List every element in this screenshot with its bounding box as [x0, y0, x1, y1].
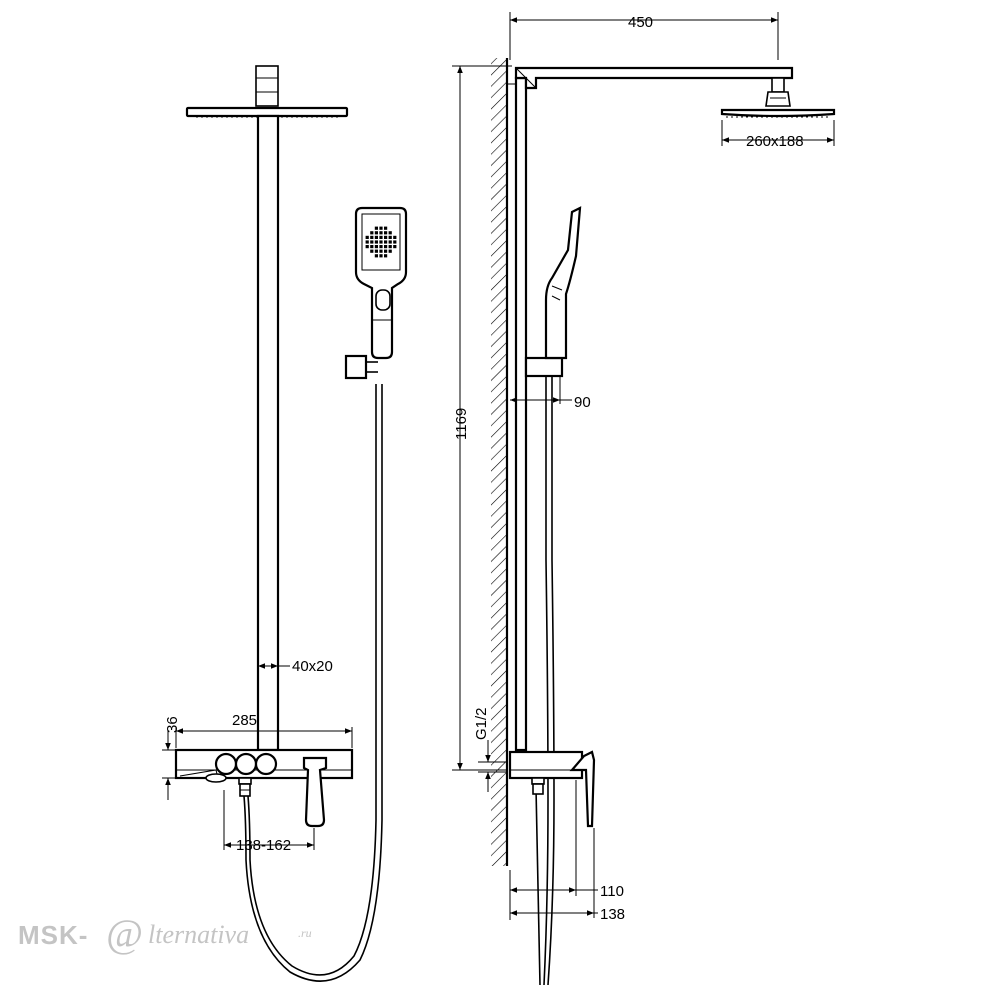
side-hose	[543, 376, 549, 986]
nozzle	[379, 231, 383, 235]
dim-head-size: 260x188	[746, 133, 804, 150]
dim-depth-mixer: 110	[600, 883, 624, 900]
nozzle	[379, 249, 383, 253]
nozzle	[388, 240, 392, 244]
nozzle	[374, 245, 378, 249]
side-slide-bar	[524, 356, 564, 378]
nozzle	[370, 240, 374, 244]
dim-depth-total: 138	[600, 906, 625, 923]
nozzle	[370, 249, 374, 253]
nozzle	[379, 254, 383, 258]
front-rain-head	[185, 106, 349, 118]
wall-hatch	[491, 58, 507, 866]
nozzle	[379, 235, 383, 239]
nozzle	[393, 245, 397, 249]
nozzle	[374, 231, 378, 235]
front-lever	[302, 756, 328, 828]
nozzle	[388, 245, 392, 249]
front-hand-shower	[354, 206, 408, 360]
nozzle	[388, 249, 392, 253]
dim-pipe-section: 40x20	[292, 658, 333, 675]
nozzle	[384, 245, 388, 249]
nozzle	[374, 254, 378, 258]
watermark-at: @	[106, 911, 143, 956]
nozzle	[374, 249, 378, 253]
nozzle	[365, 235, 369, 239]
dim-mixer-height: 36	[164, 716, 181, 733]
nozzle	[393, 240, 397, 244]
side-arm	[514, 66, 794, 90]
side-pipe	[514, 76, 528, 752]
dim-thread: G1/2	[473, 707, 490, 740]
side-mixer-body	[508, 750, 584, 780]
dim-bracket-offset: 90	[574, 394, 591, 411]
nozzle	[384, 226, 388, 230]
nozzle	[374, 240, 378, 244]
side-hand-shower	[544, 206, 582, 360]
front-knob-right	[254, 752, 278, 776]
front-knob-left	[214, 752, 238, 776]
nozzle	[384, 249, 388, 253]
dim-inlet-spacing: 138-162	[236, 837, 291, 854]
side-view: 450 260x188 90 1169 G1/2 110 138	[452, 12, 836, 986]
front-hose	[243, 384, 383, 982]
front-view: 40x20 285 36 138-162	[162, 65, 408, 982]
nozzle	[379, 226, 383, 230]
nozzle	[384, 235, 388, 239]
nozzle	[379, 245, 383, 249]
watermark-brand: MSK-	[18, 920, 89, 950]
nozzle	[370, 235, 374, 239]
nozzle	[384, 231, 388, 235]
watermark-rest: lternativa	[148, 920, 250, 949]
nozzle	[393, 235, 397, 239]
nozzle	[388, 231, 392, 235]
dim-mixer-width: 285	[232, 712, 257, 729]
nozzle	[384, 254, 388, 258]
front-holder	[344, 354, 368, 380]
nozzle	[388, 235, 392, 239]
watermark-tld: .ru	[298, 926, 312, 940]
nozzle	[365, 240, 369, 244]
side-rain-head	[720, 108, 836, 118]
front-connector	[255, 65, 279, 107]
nozzle	[379, 240, 383, 244]
nozzle	[374, 235, 378, 239]
nozzle	[384, 240, 388, 244]
nozzle	[365, 245, 369, 249]
nozzle	[370, 245, 374, 249]
nozzle	[374, 226, 378, 230]
nozzle-grid	[365, 226, 397, 258]
nozzle	[370, 231, 374, 235]
front-pipe	[256, 114, 280, 752]
front-knob-middle	[234, 752, 258, 776]
dim-arm-length: 450	[628, 14, 653, 31]
side-lever	[569, 750, 596, 828]
dim-height: 1169	[453, 408, 470, 440]
